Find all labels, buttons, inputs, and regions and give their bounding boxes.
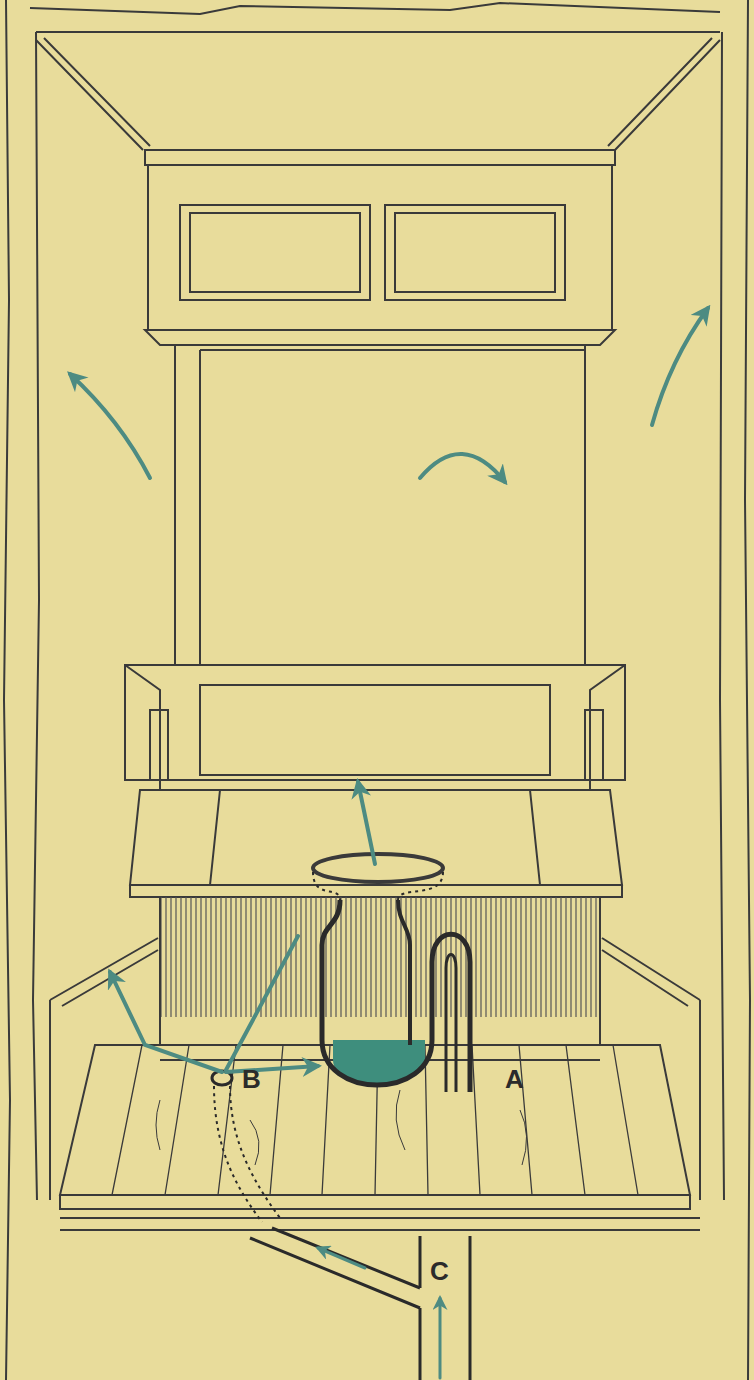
- airflow-arrow: [226, 1066, 318, 1072]
- trap-and-pipes: [212, 872, 470, 1380]
- side-panel: [585, 710, 603, 780]
- skirting-board: [602, 938, 700, 1200]
- floor-edge: [60, 1195, 690, 1209]
- airflow-arrow: [358, 782, 375, 864]
- cabinet-door: [385, 205, 565, 300]
- part-letter: C: [430, 1258, 449, 1284]
- vent-pipe: [446, 955, 456, 1093]
- room-walls: [4, 0, 750, 1380]
- cabinet-base: [145, 330, 615, 345]
- seat-box: [125, 665, 625, 1060]
- seat-panel: [200, 685, 550, 775]
- airflow-arrow: [110, 972, 222, 1072]
- box-hatching: [160, 897, 600, 1017]
- soil-pipe: [420, 1236, 470, 1380]
- panel-line: [175, 345, 585, 665]
- seat-top: [130, 790, 622, 885]
- wall-line: [745, 0, 750, 1380]
- side-panel: [150, 710, 168, 780]
- door-panel: [395, 213, 555, 292]
- hidden-duct: [214, 1086, 280, 1222]
- part-letter: A: [505, 1066, 524, 1092]
- branch-duct: [250, 1228, 420, 1308]
- pan-outline: [313, 872, 443, 900]
- door-panel: [190, 213, 360, 292]
- cabinet-body: [148, 165, 612, 330]
- seat-front-rail: [130, 885, 622, 897]
- cabinet-cornice: [145, 150, 615, 165]
- box-frame: [160, 897, 600, 1060]
- back-panel: [175, 345, 585, 665]
- airflow-line: [226, 936, 298, 1070]
- airflow-arrow: [70, 374, 150, 478]
- trap-dip: [398, 900, 410, 1045]
- airflow-arrow: [652, 308, 708, 425]
- wood-grain: [156, 1090, 527, 1165]
- skirting-board: [50, 938, 158, 1200]
- airflow-arrows: [70, 308, 708, 1378]
- ceiling-line: [36, 31, 720, 33]
- wall-line: [720, 32, 724, 1200]
- seat-joint: [210, 790, 540, 885]
- cornice-line: [36, 38, 150, 150]
- cornice-line: [608, 38, 720, 150]
- seat-hole: [313, 854, 443, 882]
- seat-side: [125, 665, 625, 790]
- airflow-arrow: [420, 454, 505, 482]
- cabinet-door: [180, 205, 370, 300]
- wall-line: [33, 32, 39, 1200]
- airflow-arrow: [318, 1248, 365, 1268]
- ceiling-below: [60, 1218, 700, 1230]
- cistern-cabinet: [145, 150, 615, 345]
- ceiling-line: [30, 3, 720, 14]
- airflow-arrow: [439, 1298, 442, 1378]
- part-letter: B: [242, 1066, 261, 1092]
- wall-line: [4, 0, 10, 1380]
- s-trap: [322, 900, 470, 1092]
- seat-back: [125, 665, 625, 780]
